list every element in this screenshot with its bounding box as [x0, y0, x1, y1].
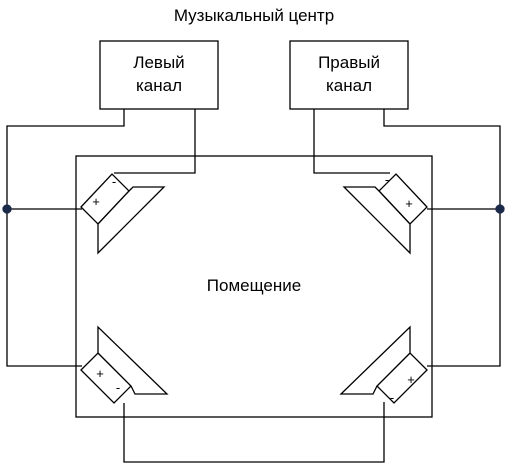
rear-left-plus-mark: +: [96, 366, 104, 381]
wire-rear-negative-link: [123, 402, 385, 463]
speaker-rear-left-cone: [97, 325, 169, 395]
rear-right-plus-mark: +: [407, 372, 415, 387]
rear-left-minus-mark: -: [116, 380, 120, 395]
speaker-rear-right-cone: [339, 325, 411, 395]
front-right-plus-mark: +: [405, 196, 413, 211]
speaker-front-right: [342, 173, 428, 255]
room-outline: [75, 155, 433, 418]
right-channel-box: [289, 40, 409, 110]
speaker-front-left-cone: [97, 186, 166, 255]
front-left-plus-mark: +: [92, 194, 100, 209]
right-channel-label-line2: канал: [325, 76, 373, 95]
speaker-front-left: [80, 173, 166, 255]
front-right-minus-mark: -: [385, 172, 389, 187]
diagram-title: Музыкальный центр: [173, 6, 335, 25]
junction-right: [495, 204, 505, 214]
rear-right-minus-mark: -: [390, 390, 394, 405]
right-channel-label-line1: Правый: [318, 53, 380, 72]
front-left-minus-mark: -: [112, 174, 116, 189]
wire-right-channel-positive-bus: [383, 109, 501, 367]
speaker-rear-right: [339, 325, 428, 404]
speaker-rear-left: [80, 325, 169, 404]
left-channel-label-line1: Левый: [133, 53, 185, 72]
speaker-front-right-cone: [342, 186, 411, 255]
left-channel-box: [99, 40, 219, 110]
room-label: Помещение: [206, 276, 302, 295]
wire-left-channel-positive-bus: [6, 109, 125, 367]
wire-right-channel-negative: [313, 109, 390, 174]
junction-left: [2, 204, 12, 214]
left-channel-label-line2: канал: [135, 76, 183, 95]
wire-left-channel-negative: [114, 109, 196, 174]
